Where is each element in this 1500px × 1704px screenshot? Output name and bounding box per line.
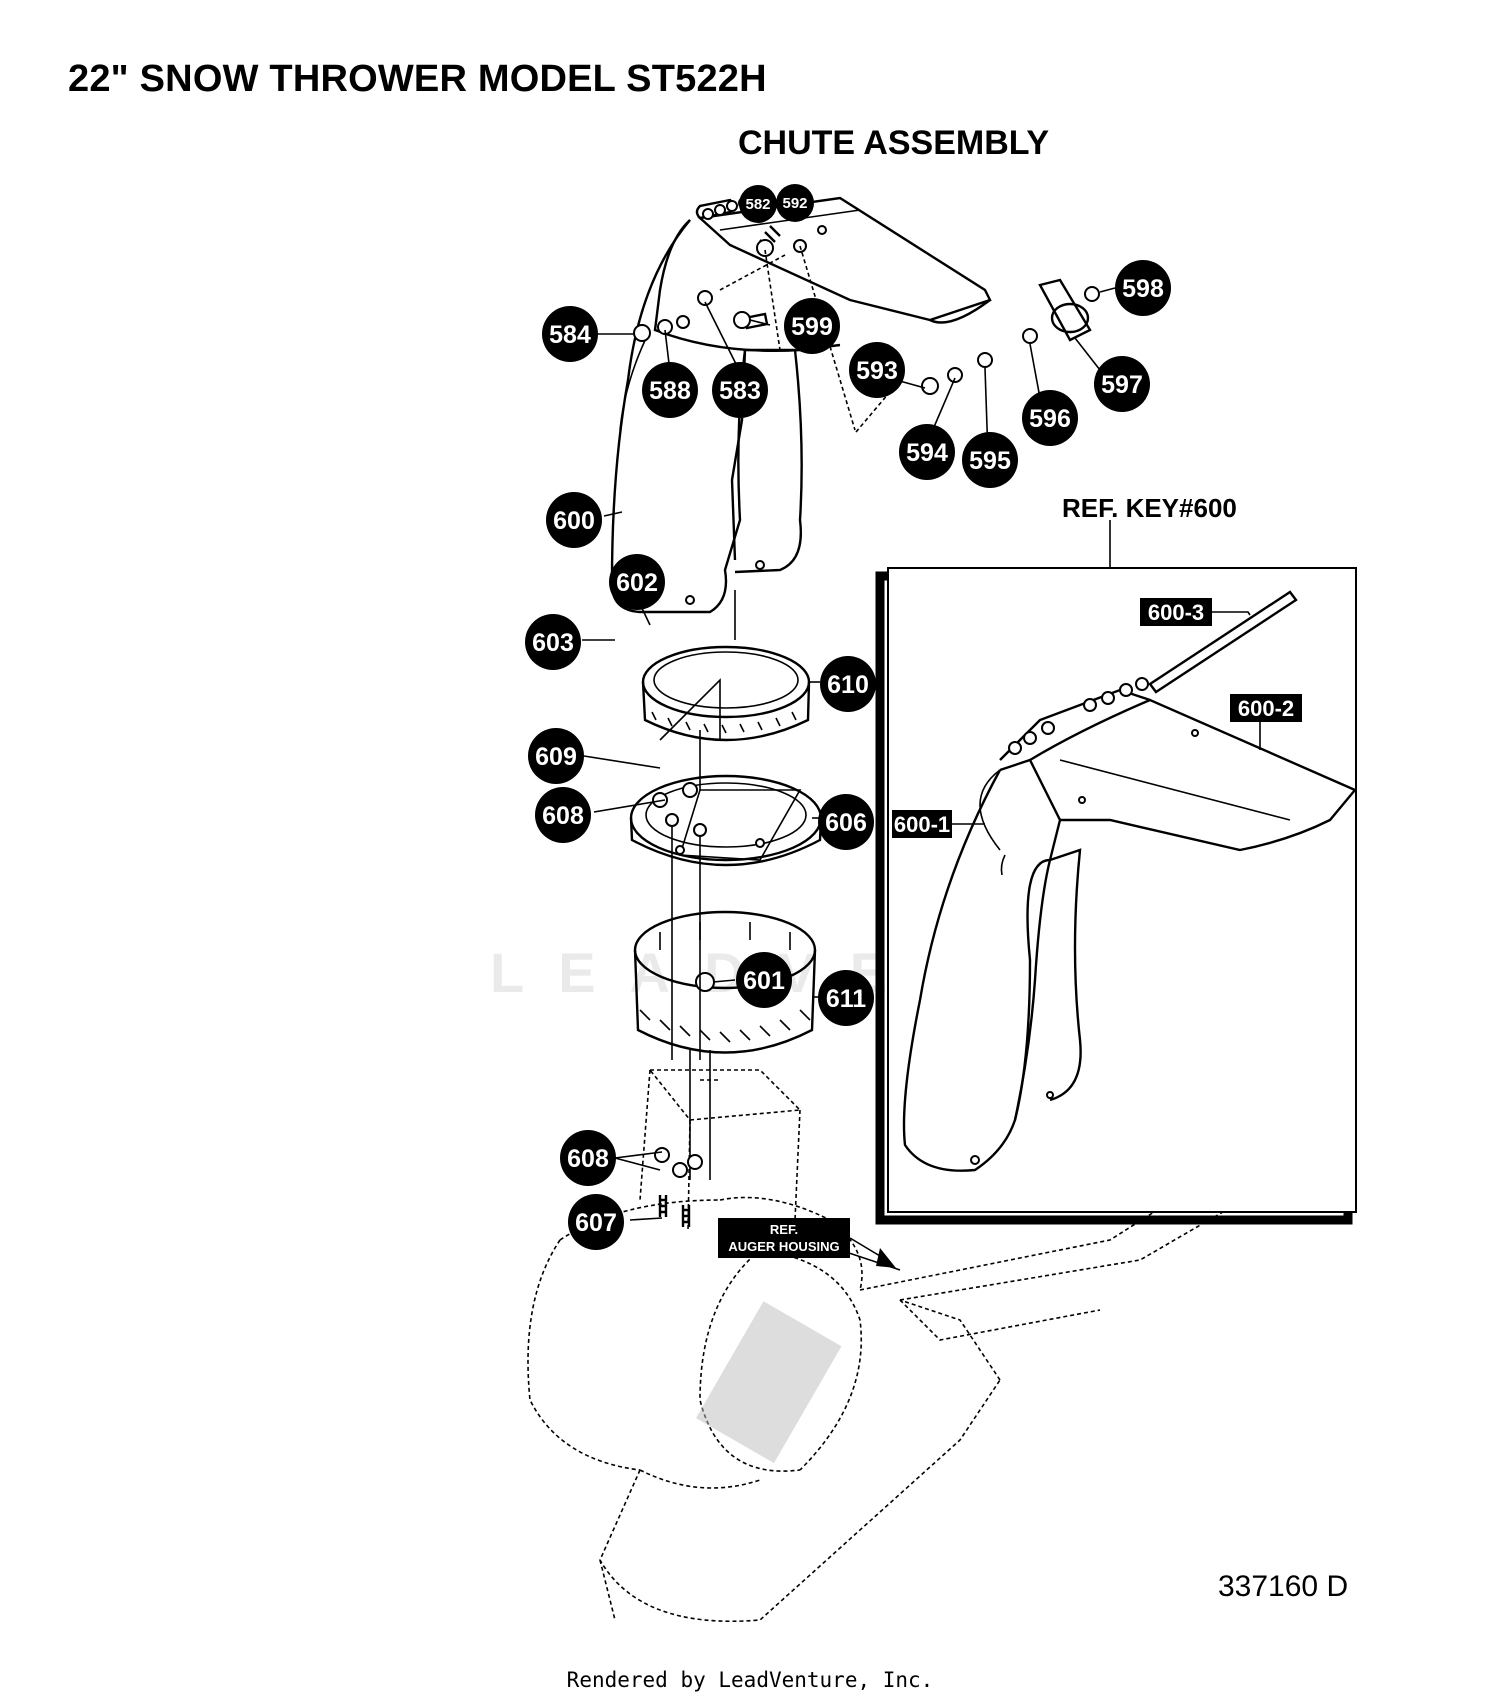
callout-596: 596 [1022, 390, 1078, 446]
svg-text:582: 582 [745, 196, 770, 213]
lower-hardware [654, 1147, 703, 1227]
callout-608-lower: 608 [560, 1130, 616, 1186]
svg-text:610: 610 [827, 671, 869, 699]
svg-text:594: 594 [906, 439, 948, 467]
assembly-lines [671, 590, 736, 1180]
pivot-hardware [633, 225, 901, 433]
svg-text:600-2: 600-2 [1238, 696, 1294, 721]
svg-text:611: 611 [826, 985, 866, 1013]
callout-606: 606 [818, 794, 874, 850]
svg-text:600-3: 600-3 [1148, 600, 1204, 625]
svg-text:593: 593 [856, 357, 898, 385]
chute-flange-606 [629, 774, 823, 867]
tilt-knob-hardware [921, 278, 1100, 395]
callout-601: 601 [736, 952, 792, 1008]
chute-base-611 [633, 910, 817, 1054]
svg-text:583: 583 [719, 377, 761, 405]
callout-607: 607 [568, 1194, 624, 1250]
callout-597: 597 [1094, 356, 1150, 412]
callout-603: 603 [525, 614, 581, 670]
svg-text:608: 608 [542, 802, 584, 830]
inset-box [875, 520, 1357, 1225]
svg-text:601: 601 [743, 967, 785, 995]
callout-602: 602 [609, 554, 665, 610]
callout-595: 595 [962, 432, 1018, 488]
callout-583: 583 [712, 362, 768, 418]
callout-610: 610 [820, 656, 876, 712]
chute-ring-610 [641, 645, 811, 742]
page-title: 22" SNOW THROWER MODEL ST522H [68, 58, 767, 100]
inset-tag-600-2: 600-2 [1230, 694, 1302, 750]
svg-text:REF.: REF. [770, 1222, 798, 1237]
svg-text:595: 595 [969, 447, 1011, 475]
callout-598: 598 [1115, 260, 1171, 316]
svg-text:600-1: 600-1 [894, 812, 950, 837]
svg-text:600: 600 [553, 507, 595, 535]
callout-592: 592 [776, 184, 814, 222]
callout-582: 582 [739, 185, 777, 223]
document-number: 337160 D [1218, 1570, 1349, 1603]
svg-text:596: 596 [1029, 405, 1071, 433]
footer-credit: Rendered by LeadVenture, Inc. [566, 1668, 934, 1692]
callout-609: 609 [528, 728, 584, 784]
callout-600: 600 [546, 492, 602, 548]
callout-593: 593 [849, 342, 905, 398]
svg-text:592: 592 [782, 195, 807, 212]
inset-reference-label: REF. KEY#600 [1062, 493, 1237, 523]
svg-text:598: 598 [1122, 275, 1164, 303]
svg-text:AUGER HOUSING: AUGER HOUSING [728, 1239, 839, 1254]
svg-text:588: 588 [649, 377, 691, 405]
diagram-subtitle: CHUTE ASSEMBLY [738, 124, 1050, 162]
svg-text:597: 597 [1101, 371, 1143, 399]
callout-588: 588 [642, 362, 698, 418]
svg-text:603: 603 [532, 629, 574, 657]
callout-608: 608 [535, 787, 591, 843]
svg-text:584: 584 [549, 321, 591, 349]
callout-584: 584 [542, 306, 598, 362]
callout-611: 611 [818, 970, 874, 1026]
callout-599: 599 [784, 298, 840, 354]
svg-text:609: 609 [535, 743, 577, 771]
svg-text:602: 602 [616, 569, 658, 597]
chute-deflector [695, 194, 992, 324]
callout-594: 594 [899, 424, 955, 480]
svg-text:608: 608 [567, 1145, 609, 1173]
svg-text:607: 607 [575, 1209, 617, 1237]
ref-auger-housing-tag: REF. AUGER HOUSING [718, 1218, 896, 1268]
svg-text:606: 606 [825, 809, 867, 837]
inset-tag-600-1: 600-1 [892, 810, 985, 838]
inset-tag-600-3: 600-3 [1140, 598, 1251, 626]
svg-text:599: 599 [791, 313, 833, 341]
